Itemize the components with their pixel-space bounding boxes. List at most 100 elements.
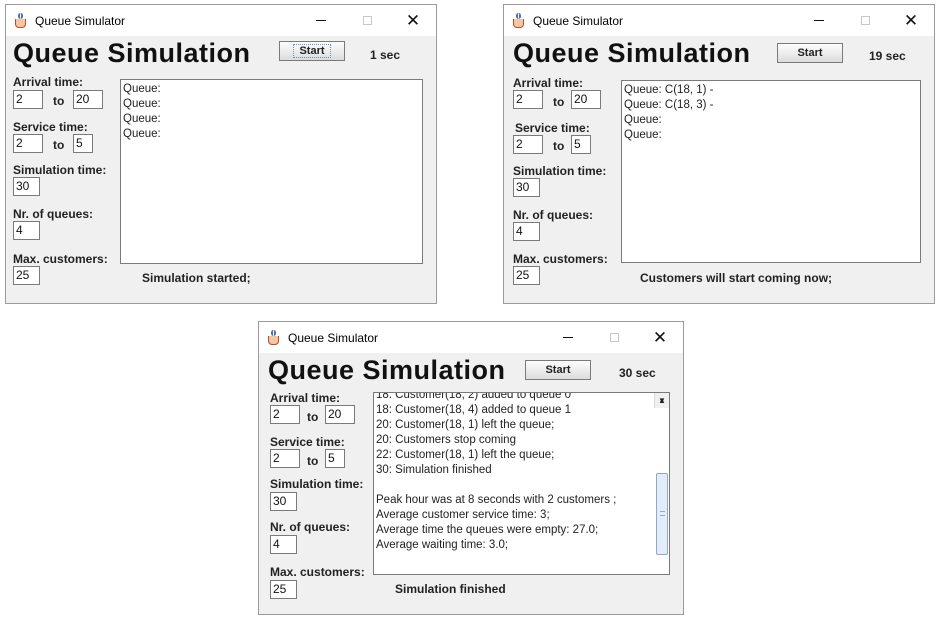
arrival-min-input[interactable]: 2 <box>513 90 543 109</box>
java-icon <box>511 12 527 29</box>
service-max-input[interactable]: 5 <box>325 449 345 468</box>
log-line: Queue: <box>624 114 662 126</box>
simulation-time-label: Simulation time: <box>270 477 364 491</box>
service-min-input[interactable]: 2 <box>513 135 543 154</box>
scroll-down-arrow-icon[interactable]: ▼ <box>658 396 666 405</box>
start-button[interactable]: Start <box>777 43 843 63</box>
close-button[interactable]: ✕ <box>888 5 934 36</box>
simulation-time-label: Simulation time: <box>513 164 607 178</box>
simulation-time-input[interactable]: 30 <box>13 177 40 196</box>
close-button[interactable]: ✕ <box>637 322 683 353</box>
log-line: Queue: <box>123 98 161 110</box>
service-time-label: Service time: <box>515 121 590 135</box>
service-max-input[interactable]: 5 <box>73 134 93 153</box>
page-title: Queue Simulation <box>13 38 251 68</box>
start-button[interactable]: Start <box>525 360 591 380</box>
maximize-button[interactable] <box>842 5 888 36</box>
maximize-icon <box>860 16 870 25</box>
arrival-max-input[interactable]: 20 <box>73 90 103 109</box>
max-customers-label: Max. customers: <box>270 565 365 579</box>
title-bar[interactable]: Queue Simulator ✕ <box>504 5 934 36</box>
log-line: Queue: <box>123 83 161 95</box>
minimize-icon <box>563 337 573 338</box>
log-line: Queue: C(18, 3) - <box>624 99 714 111</box>
maximize-button[interactable] <box>591 322 637 353</box>
simulation-time-input[interactable]: 30 <box>270 492 297 511</box>
log-line: Queue: C(18, 1) - <box>624 84 714 96</box>
vertical-scrollbar[interactable]: ▲ ▼ <box>654 393 669 555</box>
simulation-time-input[interactable]: 30 <box>513 178 540 197</box>
service-min-input[interactable]: 2 <box>270 449 300 468</box>
maximize-icon <box>609 333 619 342</box>
queue-log[interactable]: Queue: Queue: Queue: Queue: <box>120 79 423 264</box>
arrival-to-label: to <box>307 410 319 424</box>
arrival-min-input[interactable]: 2 <box>13 90 43 109</box>
service-to-label: to <box>53 138 65 152</box>
log-line: 30: Simulation finished <box>376 464 492 476</box>
max-customers-input[interactable]: 25 <box>13 266 40 285</box>
service-to-label: to <box>307 454 319 468</box>
log-line: Average time the queues were empty: 27.0… <box>376 524 599 536</box>
arrival-time-label: Arrival time: <box>270 391 341 405</box>
queue-simulator-window-3: Queue Simulator ✕ Queue Simulation Start… <box>258 321 684 615</box>
queues-label: Nr. of queues: <box>13 207 94 221</box>
queue-log[interactable]: Queue: C(18, 1) - Queue: C(18, 3) - Queu… <box>621 80 921 263</box>
elapsed-time: 30 sec <box>619 366 656 380</box>
arrival-max-input[interactable]: 20 <box>571 90 601 109</box>
scroll-up-arrow-icon[interactable]: ▲ <box>658 396 666 405</box>
window-title: Queue Simulator <box>35 13 126 28</box>
service-time-label: Service time: <box>270 435 345 449</box>
start-button[interactable]: Start <box>279 41 345 61</box>
arrival-to-label: to <box>53 94 65 108</box>
log-line: Average customer service time: 3; <box>376 509 550 521</box>
title-bar[interactable]: Queue Simulator ✕ <box>6 5 436 36</box>
log-line: 18: Customer(18, 2) added to queue 0 <box>376 392 571 401</box>
window-title: Queue Simulator <box>533 13 624 28</box>
elapsed-time: 19 sec <box>869 49 906 63</box>
service-min-input[interactable]: 2 <box>13 134 43 153</box>
window-title: Queue Simulator <box>288 330 379 345</box>
log-line: 18: Customer(18, 4) added to queue 1 <box>376 404 571 416</box>
java-icon <box>266 329 282 346</box>
minimize-icon <box>316 20 326 21</box>
minimize-button[interactable] <box>796 5 842 36</box>
queue-simulator-window-2: Queue Simulator ✕ Queue Simulation Start… <box>503 4 935 304</box>
max-customers-label: Max. customers: <box>13 252 108 266</box>
log-line: Queue: <box>624 129 662 141</box>
queue-simulator-window-1: Queue Simulator ✕ Queue Simulation Start… <box>5 4 437 304</box>
close-button[interactable]: ✕ <box>390 5 436 36</box>
max-customers-label: Max. customers: <box>513 252 608 266</box>
arrival-to-label: to <box>553 95 565 109</box>
queues-input[interactable]: 4 <box>13 221 40 240</box>
max-customers-input[interactable]: 25 <box>270 580 297 599</box>
close-icon: ✕ <box>652 327 668 347</box>
log-line: Average waiting time: 3.0; <box>376 539 509 551</box>
status-message: Simulation started; <box>142 271 251 285</box>
minimize-button[interactable] <box>298 5 344 36</box>
log-line: 20: Customer(18, 1) left the queue; <box>376 419 555 431</box>
service-to-label: to <box>553 139 565 153</box>
java-icon <box>13 12 29 29</box>
scrollbar-thumb[interactable] <box>656 473 668 555</box>
max-customers-input[interactable]: 25 <box>513 266 540 285</box>
minimize-button[interactable] <box>545 322 591 353</box>
close-icon: ✕ <box>903 10 919 30</box>
arrival-time-label: Arrival time: <box>13 75 84 89</box>
status-message: Simulation finished <box>395 582 506 596</box>
queues-input[interactable]: 4 <box>270 535 297 554</box>
log-line: 20: Customers stop coming <box>376 434 516 446</box>
status-message: Customers will start coming now; <box>640 271 833 285</box>
arrival-min-input[interactable]: 2 <box>270 405 300 424</box>
event-log[interactable]: 18: Customer(18, 2) added to queue 0 18:… <box>373 392 670 575</box>
service-time-label: Service time: <box>13 120 88 134</box>
arrival-time-label: Arrival time: <box>513 76 584 90</box>
maximize-button[interactable] <box>344 5 390 36</box>
queues-label: Nr. of queues: <box>513 208 594 222</box>
log-line: Peak hour was at 8 seconds with 2 custom… <box>376 494 617 506</box>
log-line: Queue: <box>123 113 161 125</box>
arrival-max-input[interactable]: 20 <box>325 405 355 424</box>
title-bar[interactable]: Queue Simulator ✕ <box>259 322 683 353</box>
service-max-input[interactable]: 5 <box>571 135 591 154</box>
minimize-icon <box>814 20 824 21</box>
queues-input[interactable]: 4 <box>513 222 540 241</box>
